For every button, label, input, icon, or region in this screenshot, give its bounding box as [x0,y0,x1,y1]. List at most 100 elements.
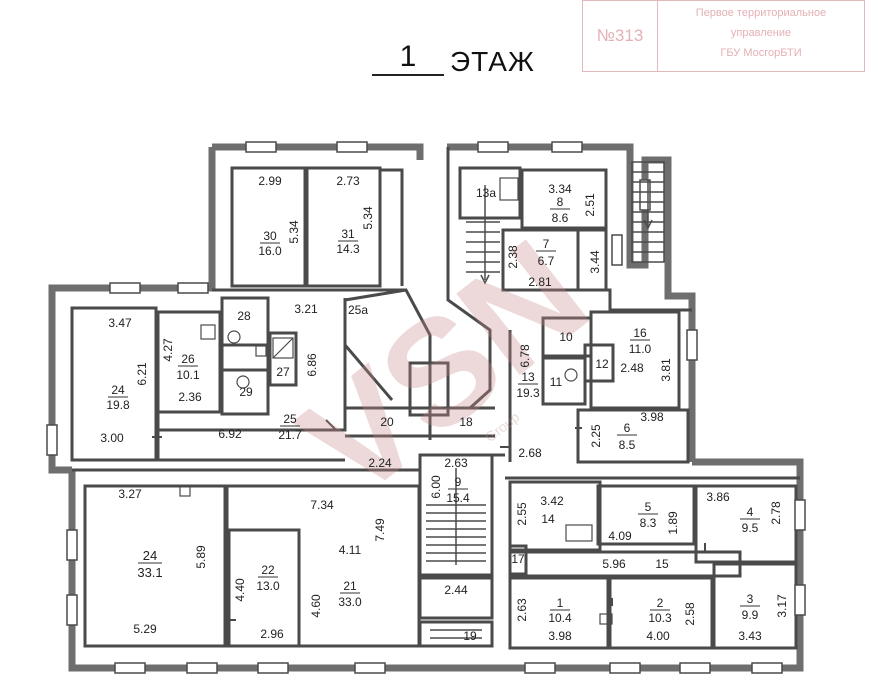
room-1-number: 1 [557,596,564,610]
room-2-area: 10.3 [648,611,672,625]
floor-number: 1 [372,40,444,76]
stamp-line-1: Первое территориальное [695,7,827,19]
room-15-width: 5.96 [602,557,626,571]
room-26-area: 10.1 [176,368,200,382]
room-2-number: 2 [657,596,664,610]
room-4-number: 4 [747,505,754,519]
room-12-number: 12 [595,357,609,371]
room-6-height: 2.25 [589,424,603,448]
room-25a-number: 25а [348,303,368,317]
room-21-depth: 4.11 [339,543,362,557]
room-24b-number: 24 [143,548,157,563]
room-7-height: 2.38 [506,245,520,269]
room-6-area: 8.5 [619,438,636,452]
room-22-bottom: 2.96 [260,627,284,641]
doors [152,419,706,621]
room-13-area: 19.3 [516,386,540,400]
room-30-area: 16.0 [258,244,282,258]
room-5-width: 4.09 [608,529,632,543]
room-21-number: 21 [343,579,357,593]
room-24b-width: 3.27 [118,487,142,501]
room-31-height: 5.34 [361,206,375,230]
room-8-area: 8.6 [552,211,569,225]
room-4-area: 9.5 [742,521,759,535]
stamp-line-2: управление [730,27,792,39]
room-16-area: 11.0 [629,342,652,356]
sink-icon [565,524,593,542]
room-14-height: 2.55 [515,502,529,526]
room-21-height: 7.49 [373,518,387,542]
lift-icon [499,177,519,201]
room-14-width: 3.42 [540,494,564,508]
room-8-height: 2.51 [583,193,597,217]
room-28-number: 28 [237,309,251,323]
room-21-top: 2.24 [368,456,392,470]
room-4-width: 3.86 [706,490,730,504]
room-24a-area: 19.8 [106,398,130,412]
toilet-icon [236,375,250,389]
room-3-number: 3 [747,592,754,606]
stamp-text: Первое территориальное управление ГБУ Мо… [658,1,864,71]
room-30-width: 2.99 [258,174,282,188]
room-3-width: 3.43 [738,629,762,643]
room-13-height: 6.78 [518,344,532,368]
room-9-area: 15.4 [446,491,470,505]
room-13a-number: 13а [476,186,496,200]
room-25-number: 25 [283,412,297,426]
room-25-height: 6.86 [305,353,319,377]
room-4-height: 2.78 [769,501,783,525]
room-5-number: 5 [645,500,652,514]
stamp-number: №313 [583,1,658,71]
room-7-width: 2.81 [528,275,552,289]
room-24b-area: 33.1 [137,565,162,580]
floor-title: ЭТАЖ [450,46,535,77]
room-15-number: 15 [655,557,669,571]
room-22-height: 4.40 [233,578,247,602]
radiator-icon [179,485,191,497]
room-7-depth: 3.44 [588,250,602,274]
radiator-icon [599,613,613,625]
room-2-width: 4.00 [646,629,670,643]
room-8-number: 8 [557,195,564,209]
stamp-line-3: ГБУ МосгорБТИ [720,47,802,59]
room-14-number: 14 [541,512,555,526]
room-18-number: 18 [459,415,473,429]
room-20-number: 20 [380,415,394,429]
room-26-height: 4.27 [161,338,175,362]
room-9-width: 2.63 [444,456,468,470]
room-30-height: 5.34 [287,220,301,244]
room-25-width: 6.92 [218,427,242,441]
room-1-width: 3.98 [548,629,572,643]
room-21-width: 7.34 [310,498,334,512]
room-16-height: 3.81 [659,358,673,382]
room-29-number: 29 [239,385,253,399]
room-26-width: 2.36 [178,390,202,404]
room-27-number: 27 [276,365,290,379]
room-16-width: 2.48 [620,361,644,375]
room-1-area: 10.4 [548,611,572,625]
stairs [426,161,665,639]
room-31-width: 2.73 [336,174,360,188]
room-24b-bottom: 5.29 [133,622,157,636]
toilet-icon [227,330,241,344]
room-8-width: 3.34 [548,182,572,196]
room-22-area: 13.0 [256,579,280,593]
room-9-number: 9 [455,475,462,489]
radiator-icon [255,345,267,357]
panel-icon [272,337,294,359]
room-16-number: 16 [633,326,647,340]
room-24a-width: 3.47 [108,316,132,330]
room-6-width: 3.98 [640,410,664,424]
room-5-area: 8.3 [640,516,657,530]
room-10-number: 10 [559,330,573,344]
windows [46,141,806,674]
room-22-number: 22 [261,563,275,577]
room-7-area: 6.7 [538,254,555,268]
room-21-area: 33.0 [338,595,362,609]
room-6-number: 6 [624,421,631,435]
room-26-number: 26 [181,352,195,366]
room-5-height: 1.89 [666,511,680,535]
room-9-bottom: 2.44 [444,583,468,597]
room-19-number: 19 [463,629,477,643]
